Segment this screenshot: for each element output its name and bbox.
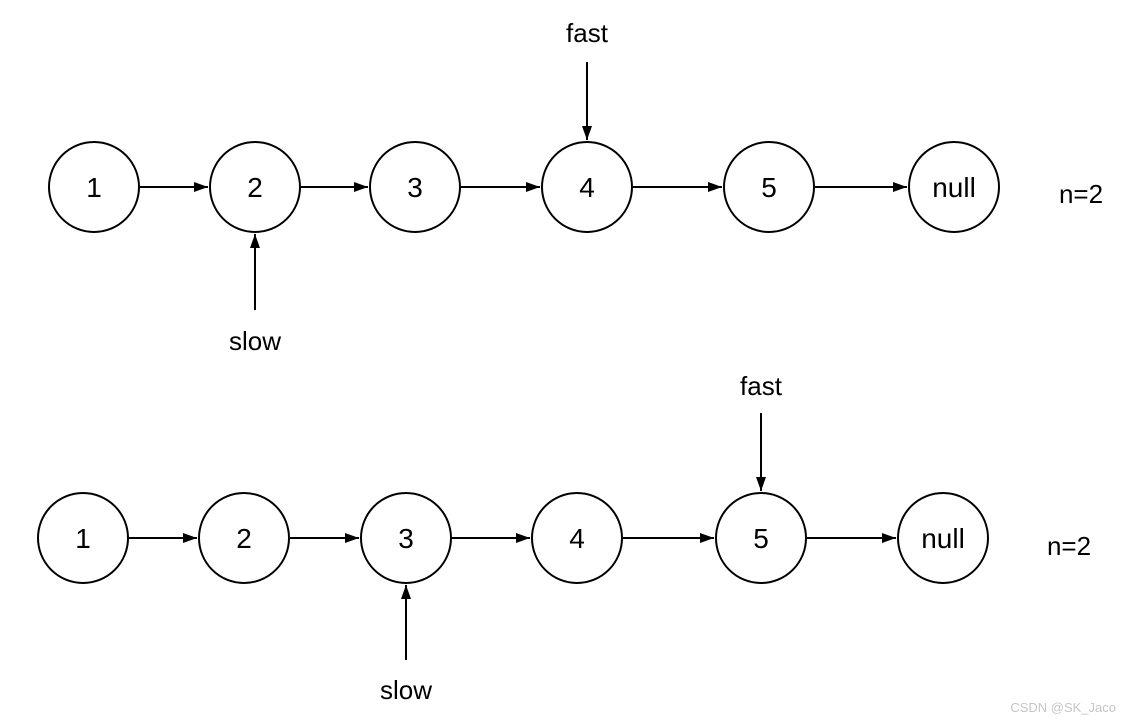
list-node-circle (897, 492, 989, 584)
list-node-label: 5 (761, 172, 777, 203)
list-node-circle (723, 141, 815, 233)
fast-pointer-label: fast (566, 18, 609, 48)
fast-pointer-label: fast (740, 371, 783, 401)
list-node-label: 4 (569, 523, 585, 554)
list-node-label: 1 (86, 172, 102, 203)
n-value-annotation: n=2 (1047, 531, 1091, 561)
list-node-label: 2 (247, 172, 263, 203)
list-state-2: 1 2 3 4 5 null fast slow n=2 (37, 371, 1091, 705)
list-node-label: null (921, 523, 965, 554)
list-node-circle (908, 141, 1000, 233)
list-node-label: 5 (753, 523, 769, 554)
list-node-circle (360, 492, 452, 584)
list-node-label: 4 (579, 172, 595, 203)
list-node-circle (48, 141, 140, 233)
list-node-label: 1 (75, 523, 91, 554)
list-state-1: 1 2 3 4 5 null fast slow n=2 (48, 18, 1103, 356)
list-node-label: null (932, 172, 976, 203)
n-value-annotation: n=2 (1059, 179, 1103, 209)
list-node-circle (209, 141, 301, 233)
list-node-circle (37, 492, 129, 584)
csdn-watermark: CSDN @SK_Jaco (1010, 700, 1116, 715)
list-node-label: 3 (398, 523, 414, 554)
list-node-label: 2 (236, 523, 252, 554)
list-node-label: 3 (407, 172, 423, 203)
list-node-circle (198, 492, 290, 584)
slow-pointer-label: slow (229, 326, 281, 356)
slow-pointer-label: slow (380, 675, 432, 705)
list-node-circle (715, 492, 807, 584)
list-node-circle (541, 141, 633, 233)
list-node-circle (369, 141, 461, 233)
list-node-circle (531, 492, 623, 584)
